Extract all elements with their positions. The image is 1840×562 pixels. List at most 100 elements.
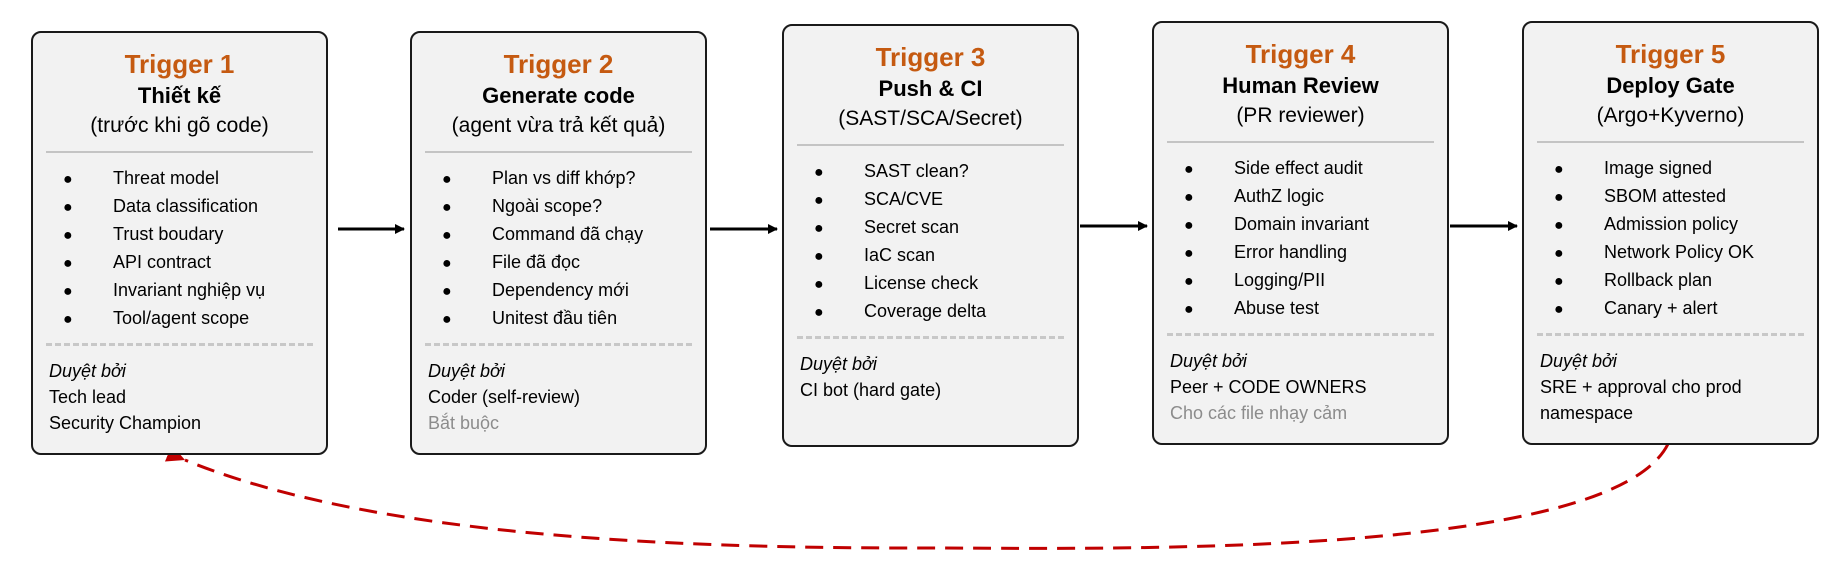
reviewer-section: Duyệt bởi Tech lead Security Champion xyxy=(33,346,326,436)
reviewer: Tech lead xyxy=(49,387,127,407)
checklist-item: ●SAST clean? xyxy=(814,158,1077,186)
dashed-divider xyxy=(46,343,313,346)
reviewer-label: Duyệt bởi xyxy=(1540,351,1617,371)
checklist-item: ●Domain invariant xyxy=(1184,211,1447,239)
bullet-icon: ● xyxy=(1184,273,1194,290)
divider xyxy=(1537,141,1804,143)
reviewer: namespace xyxy=(1540,403,1634,423)
checklist-item: ●Data classification xyxy=(63,193,326,221)
stage-card-1: Trigger 1 Thiết kế (trước khi gõ code) ●… xyxy=(31,31,328,455)
reviewer: Peer + CODE OWNERS xyxy=(1170,377,1367,397)
checklist-item: ●Secret scan xyxy=(814,214,1077,242)
stage-subtitle: (Argo+Kyverno) xyxy=(1596,104,1745,127)
reviewer-label: Duyệt bởi xyxy=(49,361,126,381)
reviewer: SRE + approval cho prod xyxy=(1540,377,1742,397)
stage-name: Thiết kế xyxy=(137,83,222,108)
stage-name: Deploy Gate xyxy=(1606,73,1735,98)
dashed-divider xyxy=(425,343,692,346)
divider xyxy=(797,144,1064,146)
checklist-item: ●Network Policy OK xyxy=(1554,239,1817,267)
stage-name: Generate code xyxy=(482,83,635,108)
checklist-item: ●IaC scan xyxy=(814,242,1077,270)
checklist: ●Image signed ●SBOM attested ●Admission … xyxy=(1524,155,1817,323)
reviewer-note: Bắt buộc xyxy=(428,413,500,433)
checklist-item: ●Admission policy xyxy=(1554,211,1817,239)
checklist: ●Plan vs diff khớp? ●Ngoài scope? ●Comma… xyxy=(412,165,705,333)
checklist-item: ●Abuse test xyxy=(1184,295,1447,323)
stage-trigger: Trigger 2 xyxy=(503,49,614,79)
checklist-item: ●SCA/CVE xyxy=(814,186,1077,214)
checklist-item: ●Command đã chạy xyxy=(442,221,705,249)
reviewer: Security Champion xyxy=(49,413,202,433)
bullet-icon: ● xyxy=(63,227,73,244)
checklist: ●Side effect audit ●AuthZ logic ●Domain … xyxy=(1154,155,1447,323)
checklist-item: ●API contract xyxy=(63,249,326,277)
reviewer-label: Duyệt bởi xyxy=(1170,351,1247,371)
stage-subtitle: (trước khi gõ code) xyxy=(90,114,269,137)
checklist-item: ●Threat model xyxy=(63,165,326,193)
divider xyxy=(46,151,313,153)
stage-trigger: Trigger 1 xyxy=(124,49,235,79)
checklist: ●Threat model ●Data classification ●Trus… xyxy=(33,165,326,333)
checklist-item: ●Coverage delta xyxy=(814,298,1077,326)
bullet-icon: ● xyxy=(63,311,73,328)
bullet-icon: ● xyxy=(1184,217,1194,234)
checklist-item: ●Rollback plan xyxy=(1554,267,1817,295)
bullet-icon: ● xyxy=(1554,245,1564,262)
checklist-item: ●File đã đọc xyxy=(442,249,705,277)
stage-subtitle: (PR reviewer) xyxy=(1236,104,1365,127)
bullet-icon: ● xyxy=(442,283,452,300)
stage-card-5: Trigger 5 Deploy Gate (Argo+Kyverno) ●Im… xyxy=(1522,21,1819,445)
reviewer-note: Cho các file nhạy cảm xyxy=(1170,403,1348,423)
bullet-icon: ● xyxy=(814,164,824,181)
bullet-icon: ● xyxy=(1184,189,1194,206)
checklist-item: ●Dependency mới xyxy=(442,277,705,305)
bullet-icon: ● xyxy=(63,283,73,300)
dashed-divider xyxy=(1537,333,1804,336)
checklist-item: ●AuthZ logic xyxy=(1184,183,1447,211)
checklist-item: ●Side effect audit xyxy=(1184,155,1447,183)
bullet-icon: ● xyxy=(442,311,452,328)
reviewer-section: Duyệt bởi Peer + CODE OWNERS Cho các fil… xyxy=(1154,336,1447,426)
bullet-icon: ● xyxy=(442,255,452,272)
reviewer-section: Duyệt bởi SRE + approval cho prod namesp… xyxy=(1524,336,1817,426)
checklist-item: ●Invariant nghiệp vụ xyxy=(63,277,326,305)
bullet-icon: ● xyxy=(814,304,824,321)
bullet-icon: ● xyxy=(1554,189,1564,206)
stage-trigger: Trigger 4 xyxy=(1245,39,1356,69)
checklist-item: ●Plan vs diff khớp? xyxy=(442,165,705,193)
stage-card-4: Trigger 4 Human Review (PR reviewer) ●Si… xyxy=(1152,21,1449,445)
bullet-icon: ● xyxy=(1554,161,1564,178)
stage-trigger: Trigger 3 xyxy=(875,42,986,72)
checklist-item: ●Tool/agent scope xyxy=(63,305,326,333)
bullet-icon: ● xyxy=(1554,217,1564,234)
checklist-item: ●Logging/PII xyxy=(1184,267,1447,295)
reviewer-section: Duyệt bởi Coder (self-review) Bắt buộc xyxy=(412,346,705,436)
stage-name: Push & CI xyxy=(878,76,983,101)
bullet-icon: ● xyxy=(814,220,824,237)
reviewer-label: Duyệt bởi xyxy=(800,354,877,374)
divider xyxy=(425,151,692,153)
stage-trigger: Trigger 5 xyxy=(1615,39,1726,69)
checklist-item: ●Canary + alert xyxy=(1554,295,1817,323)
bullet-icon: ● xyxy=(1184,161,1194,178)
dashed-divider xyxy=(1167,333,1434,336)
stage-card-3: Trigger 3 Push & CI (SAST/SCA/Secret) ●S… xyxy=(782,24,1079,447)
bullet-icon: ● xyxy=(442,171,452,188)
stage-name: Human Review xyxy=(1222,73,1379,98)
stage-subtitle: (SAST/SCA/Secret) xyxy=(838,107,1023,130)
bullet-icon: ● xyxy=(1184,245,1194,262)
checklist-item: ●SBOM attested xyxy=(1554,183,1817,211)
stage-subtitle: (agent vừa trả kết quả) xyxy=(451,114,666,137)
bullet-icon: ● xyxy=(442,199,452,216)
checklist-item: ●Unitest đầu tiên xyxy=(442,305,705,333)
bullet-icon: ● xyxy=(814,276,824,293)
bullet-icon: ● xyxy=(442,227,452,244)
bullet-icon: ● xyxy=(63,171,73,188)
reviewer: CI bot (hard gate) xyxy=(800,380,942,400)
checklist: ●SAST clean? ●SCA/CVE ●Secret scan ●IaC … xyxy=(784,158,1077,326)
checklist-item: ●Ngoài scope? xyxy=(442,193,705,221)
bullet-icon: ● xyxy=(1554,301,1564,318)
checklist-item: ●Image signed xyxy=(1554,155,1817,183)
bullet-icon: ● xyxy=(814,192,824,209)
